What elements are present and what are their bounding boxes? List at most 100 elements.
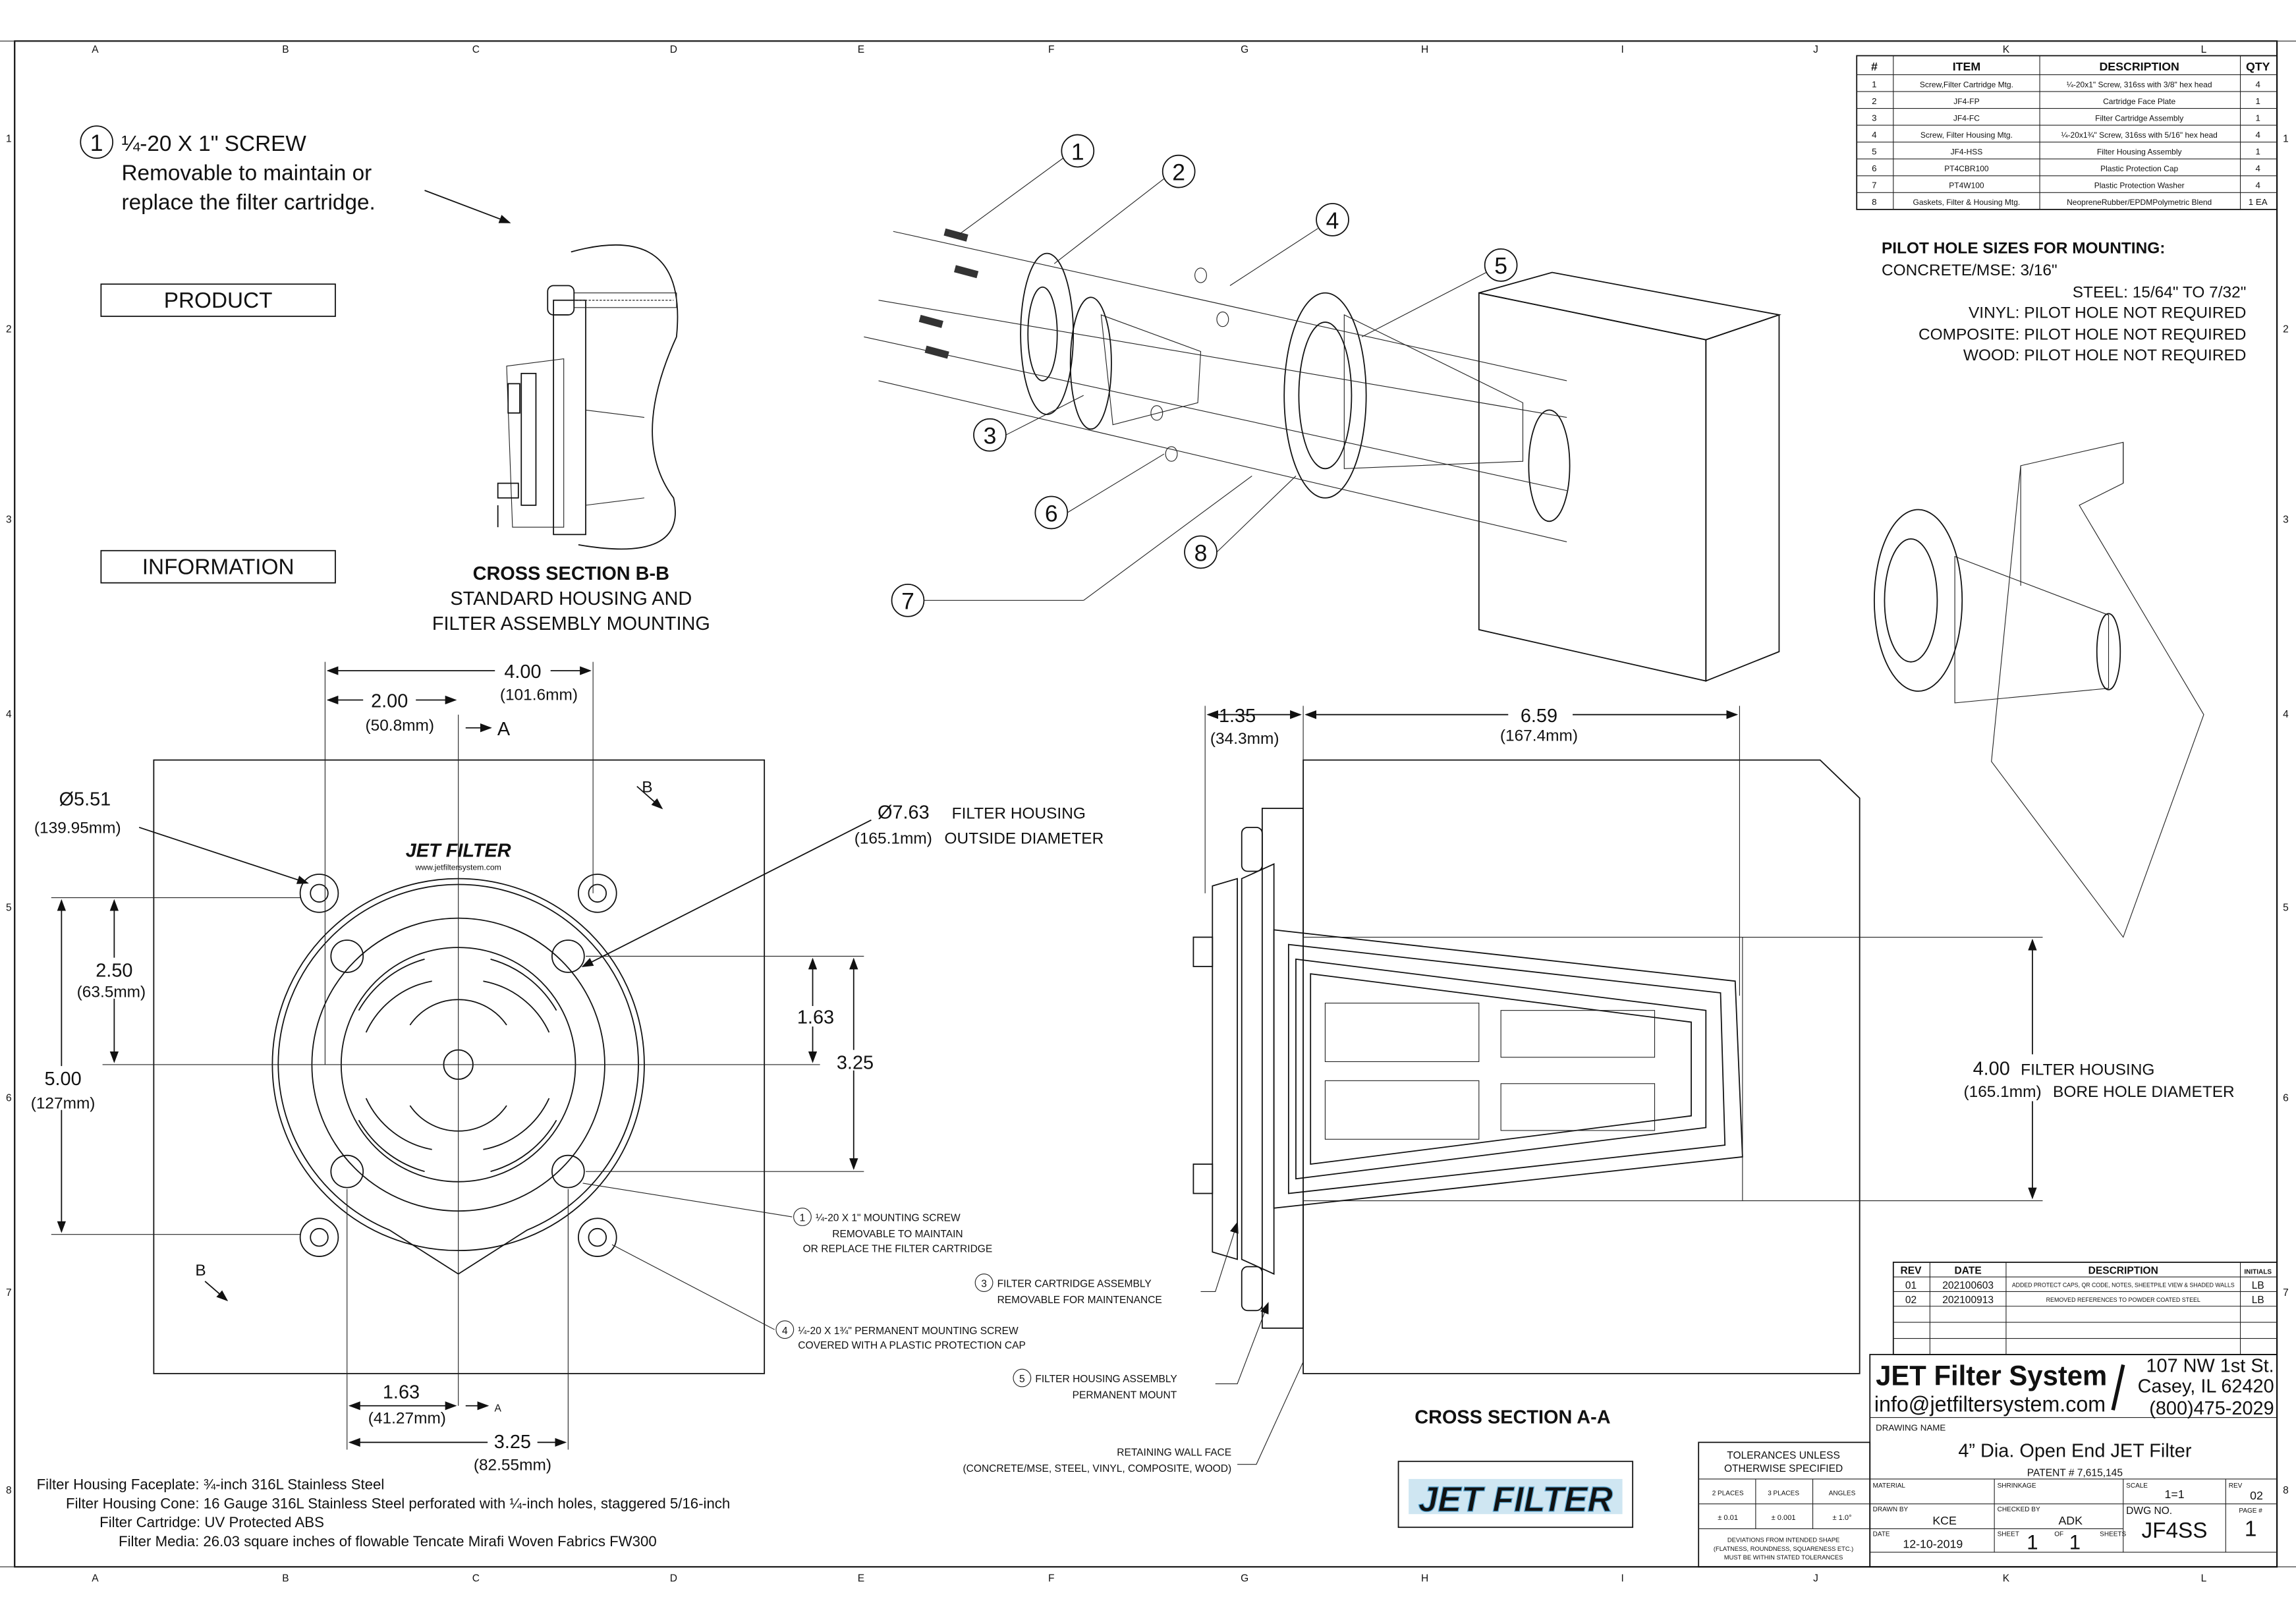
bom-cell: PT4CBR100 (1944, 164, 1989, 173)
bom-cell: 4 (2256, 79, 2261, 89)
front-view-dimensions: 4.00 (101.6mm) 2.00 (50.8mm) A A Ø5.51 (… (31, 659, 1104, 1474)
svg-text:DATE: DATE (1955, 1266, 1982, 1277)
svg-text:SHRINKAGE: SHRINKAGE (1998, 1482, 2036, 1490)
svg-text:MATERIAL: MATERIAL (1873, 1482, 1906, 1490)
cross-section-aa-title: CROSS SECTION A-A (1414, 1407, 1610, 1428)
svg-text:4: 4 (1326, 208, 1339, 234)
bom-cell: 1 (1872, 79, 1876, 89)
svg-text:H: H (1421, 1573, 1428, 1584)
svg-text:D: D (670, 1573, 677, 1584)
svg-text:C: C (472, 1573, 480, 1584)
svg-text:D: D (670, 44, 677, 55)
svg-text:replace the filter cartridge.: replace the filter cartridge. (121, 190, 375, 215)
svg-text:F: F (1048, 1573, 1055, 1584)
svg-text:(FLATNESS, ROUNDNESS, SQUARENE: (FLATNESS, ROUNDNESS, SQUARENESS ETC.) (1714, 1546, 1853, 1552)
svg-text:± 1.0°: ± 1.0° (1832, 1514, 1851, 1522)
svg-text:PERMANENT MOUNT: PERMANENT MOUNT (1073, 1390, 1177, 1401)
svg-text:ADK: ADK (2058, 1514, 2083, 1527)
callout-retaining-wall: RETAINING WALL FACE (CONCRETE/MSE, STEEL… (963, 1361, 1304, 1474)
svg-text:KCE: KCE (1932, 1514, 1957, 1527)
svg-text:E: E (858, 44, 864, 55)
svg-text:(34.3mm): (34.3mm) (1210, 730, 1279, 748)
svg-text:SHEETS: SHEETS (2100, 1531, 2126, 1538)
revision-table: REV DATE DESCRIPTION INITIALS 01 2021006… (1892, 1262, 2278, 1355)
bom-cell: JF4-HSS (1951, 148, 1983, 157)
svg-text:DRAWING NAME: DRAWING NAME (1876, 1423, 1946, 1433)
svg-text:H: H (1421, 44, 1428, 55)
svg-text:E: E (858, 1573, 864, 1584)
bom-cell: 3 (1872, 113, 1876, 123)
svg-text:FILTER HOUSING ASSEMBLY: FILTER HOUSING ASSEMBLY (1035, 1374, 1177, 1385)
svg-text:4: 4 (2283, 709, 2289, 720)
svg-text:REV: REV (1900, 1266, 1922, 1277)
svg-text:CONCRETE/MSE: 3/16": CONCRETE/MSE: 3/16" (1882, 262, 2058, 279)
bom-cell: ¼-20x1" Screw, 316ss with 3/8" hex head (2067, 80, 2212, 89)
bom-cell: 4 (2256, 163, 2261, 173)
svg-text:A: A (494, 1403, 501, 1414)
svg-text:REMOVED REFERENCES TO POWDER C: REMOVED REFERENCES TO POWDER COATED STEE… (2046, 1297, 2200, 1303)
svg-text:OUTSIDE DIAMETER: OUTSIDE DIAMETER (945, 829, 1104, 847)
svg-text:1: 1 (800, 1213, 806, 1224)
svg-text:INITIALS: INITIALS (2244, 1269, 2272, 1276)
svg-text:1: 1 (2069, 1531, 2081, 1554)
svg-text:12-10-2019: 12-10-2019 (1903, 1537, 1963, 1550)
svg-text:2.00: 2.00 (371, 691, 408, 712)
bom-cell: JF4-FC (1953, 113, 1980, 123)
bom-cell: 8 (1872, 197, 1876, 207)
svg-text:± 0.001: ± 0.001 (1772, 1514, 1796, 1522)
svg-text:J: J (1813, 44, 1818, 55)
svg-text:B: B (282, 44, 289, 55)
svg-text:MUST BE WITHIN STATED TOLERANC: MUST BE WITHIN STATED TOLERANCES (1724, 1554, 1843, 1561)
bom-cell: Filter Housing Assembly (2097, 148, 2182, 157)
svg-text:01: 01 (1905, 1280, 1917, 1291)
bom-cell: 1 (2256, 147, 2260, 157)
svg-text:1: 1 (6, 134, 12, 145)
svg-text:REMOVABLE FOR MAINTENANCE: REMOVABLE FOR MAINTENANCE (997, 1295, 1162, 1306)
svg-text:Ø7.63: Ø7.63 (878, 802, 930, 824)
cross-section-aa-dimensions: 1.35 (34.3mm) 6.59 (167.4mm) 4.00 FILTER… (1204, 702, 2262, 1202)
svg-text:DATE: DATE (1873, 1531, 1890, 1538)
svg-text:DRAWN BY: DRAWN BY (1873, 1506, 1909, 1513)
svg-text:L: L (2201, 44, 2207, 55)
bom-cell: NeopreneRubber/EPDMPolymetric Blend (2067, 198, 2212, 207)
drawing-number: JF4SS (2142, 1519, 2208, 1543)
callout-filter-cartridge: 3 FILTER CARTRIDGE ASSEMBLY REMOVABLE FO… (974, 1221, 1239, 1306)
zone-rows-right: 12 34 56 78 (2283, 134, 2289, 1496)
svg-text:B: B (642, 778, 652, 796)
svg-text:A: A (92, 1573, 99, 1584)
svg-text:INFORMATION: INFORMATION (142, 555, 294, 579)
svg-text:02: 02 (1905, 1295, 1917, 1306)
svg-text:QTY: QTY (2246, 60, 2270, 73)
tolerances-block: TOLERANCES UNLESS OTHERWISE SPECIFIED 2 … (1698, 1442, 1871, 1568)
zone-rows-left: 12 34 56 78 (6, 134, 12, 1496)
svg-text:202100603: 202100603 (1942, 1280, 1994, 1291)
pilot-hole-notes: PILOT HOLE SIZES FOR MOUNTING: CONCRETE/… (1882, 240, 2246, 364)
svg-text:8: 8 (1194, 540, 1208, 566)
svg-text:FILTER HOUSING: FILTER HOUSING (952, 805, 1086, 823)
bom-cell: 4 (2256, 130, 2261, 140)
svg-text:PRODUCT: PRODUCT (164, 289, 273, 313)
svg-text:COMPOSITE: PILOT HOLE NOT REQU: COMPOSITE: PILOT HOLE NOT REQUIRED (1918, 326, 2246, 344)
svg-text:PILOT HOLE SIZES FOR MOUNTING:: PILOT HOLE SIZES FOR MOUNTING: (1882, 240, 2165, 258)
svg-text:8: 8 (2283, 1485, 2289, 1496)
svg-text:3.25: 3.25 (837, 1053, 874, 1074)
svg-text:PAGE #: PAGE # (2239, 1507, 2262, 1515)
svg-text:1: 1 (1071, 138, 1084, 165)
svg-text:Ø5.51: Ø5.51 (59, 789, 111, 810)
svg-text:J: J (1813, 1573, 1818, 1584)
svg-text:(41.27mm): (41.27mm) (368, 1409, 446, 1427)
bom-cell: Screw, Filter Housing Mtg. (1920, 130, 2013, 140)
exploded-view-balloons: 1 2 3 4 5 6 7 8 (891, 134, 1518, 617)
svg-text:(101.6mm): (101.6mm) (500, 686, 578, 704)
svg-text:#: # (1871, 60, 1878, 73)
svg-text:B: B (195, 1262, 206, 1279)
note-screw-1: 1 ¼-20 X 1" SCREW Removable to maintain … (80, 125, 511, 223)
svg-text:REV: REV (2229, 1482, 2243, 1490)
bom-cell: Cartridge Face Plate (2103, 97, 2175, 106)
svg-text:BORE HOLE DIAMETER: BORE HOLE DIAMETER (2053, 1083, 2235, 1101)
front-view-drawing: JET FILTER www.jetfiltersystem.com (153, 759, 766, 1374)
svg-text:SHEET: SHEET (1998, 1531, 2019, 1538)
svg-text:G: G (1241, 1573, 1248, 1584)
